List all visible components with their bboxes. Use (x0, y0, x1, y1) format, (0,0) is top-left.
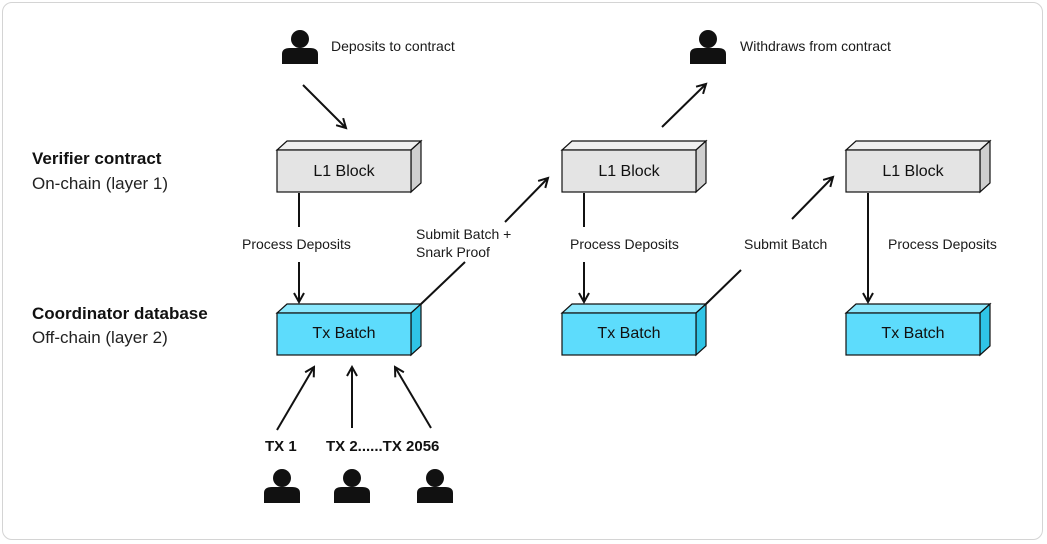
user-icon (282, 30, 318, 64)
process-deposits-label-2: Process Deposits (570, 236, 679, 252)
tx-batch-2: Tx Batch (560, 302, 708, 357)
submit-batch-label: Submit Batch (744, 236, 828, 252)
l1-block-3: L1 Block (844, 139, 992, 194)
offchain-title: Coordinator database (32, 304, 208, 323)
onchain-subtitle: On-chain (layer 1) (32, 174, 169, 193)
depositor-caption: Deposits to contract (331, 38, 455, 54)
arrow-batch-2-to-l1-3-b (791, 177, 833, 220)
arrow-tx3-to-batch (395, 367, 432, 429)
arrow-deposit-to-l1 (302, 84, 346, 128)
tx-range-label: TX 2......TX 2056 (326, 438, 440, 455)
tx-batch-3-label: Tx Batch (881, 325, 944, 342)
arrow-tx1-to-batch (276, 367, 314, 431)
arrow-l1-to-withdraw (661, 84, 706, 128)
user-icon (334, 469, 370, 503)
user-icon (264, 469, 300, 503)
user-icon (417, 469, 453, 503)
arrow-batch-2-to-l1-3-a (705, 269, 742, 305)
arrow-batch-1-to-l1-2-b (504, 178, 548, 223)
submit-batch-snark-label-line2: Snark Proof (416, 244, 490, 260)
offchain-subtitle: Off-chain (layer 2) (32, 328, 168, 347)
l1-block-2-label: L1 Block (598, 163, 660, 180)
l1-block-3-label: L1 Block (882, 163, 944, 180)
process-deposits-label-1: Process Deposits (242, 236, 351, 252)
l1-block-1-label: L1 Block (313, 163, 375, 180)
l1-block-1: L1 Block (275, 139, 423, 194)
user-icon (690, 30, 726, 64)
l1-block-2: L1 Block (560, 139, 708, 194)
withdrawer-caption: Withdraws from contract (740, 38, 891, 54)
tx-1-label: TX 1 (265, 438, 297, 455)
submit-batch-snark-label-line1: Submit Batch + (416, 226, 512, 242)
process-deposits-label-3: Process Deposits (888, 236, 997, 252)
tx-batch-2-label: Tx Batch (597, 325, 660, 342)
tx-batch-1-label: Tx Batch (312, 325, 375, 342)
onchain-title: Verifier contract (32, 149, 162, 168)
tx-batch-3: Tx Batch (844, 302, 992, 357)
tx-batch-1: Tx Batch (275, 302, 423, 357)
arrow-batch-1-to-l1-2-a (420, 261, 466, 305)
